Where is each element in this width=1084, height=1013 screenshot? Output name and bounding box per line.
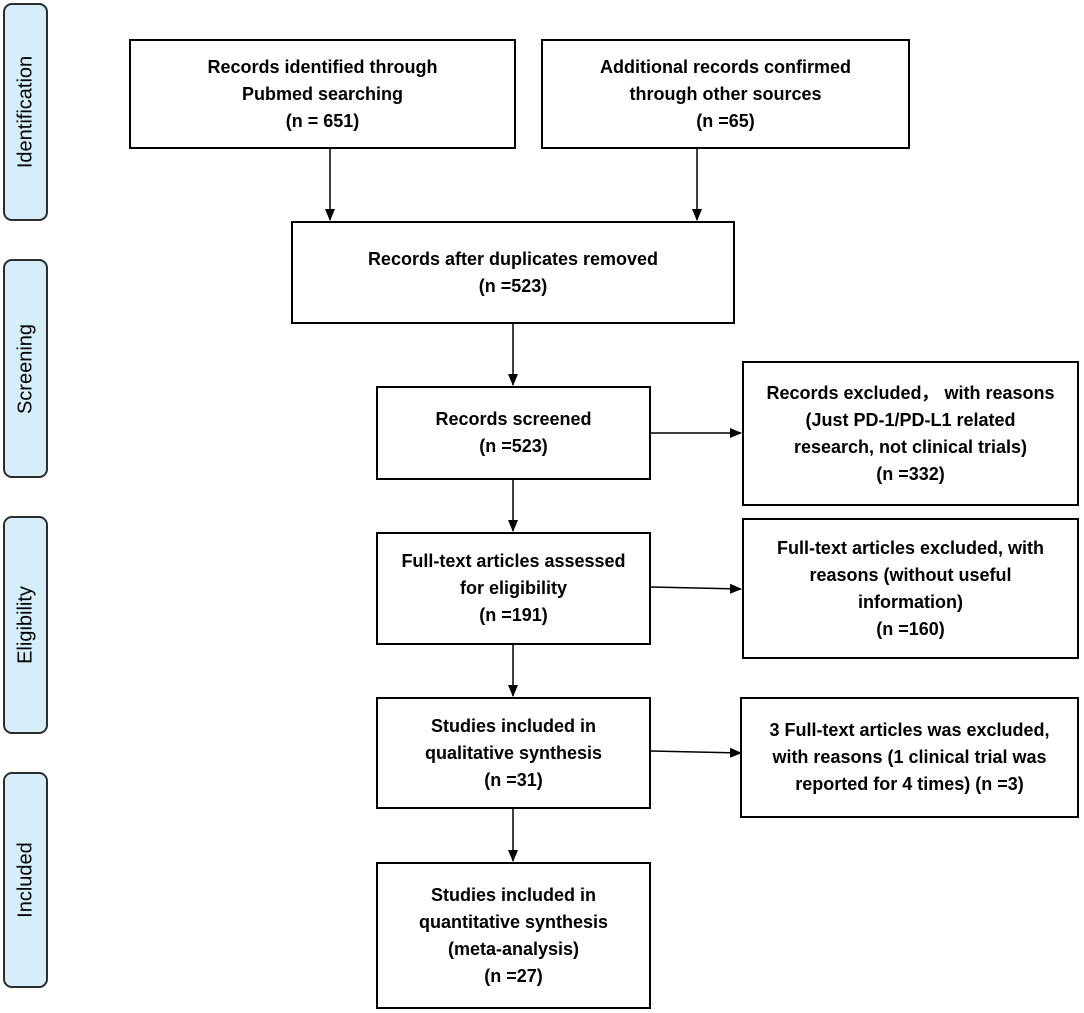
box-excluded-line-2: (Just PD-1/PD-L1 related bbox=[805, 409, 1016, 430]
phase-eligibility: Eligibility bbox=[3, 516, 48, 734]
box-fulltext-line-1: Full-text articles assessed bbox=[401, 551, 626, 571]
box-pubmed-records: Records identified through Pubmed search… bbox=[129, 39, 516, 149]
box-qualitative-line-2: qualitative synthesis bbox=[424, 742, 603, 763]
box-other-sources: Additional records confirmed through oth… bbox=[541, 39, 910, 149]
box-excluded-line-1: Records excluded， with reasons bbox=[766, 382, 1055, 403]
box-ft-excluded-count: (n =160) bbox=[876, 618, 945, 639]
box-other-count: (n =65) bbox=[696, 110, 755, 131]
box-other-line-2: through other sources bbox=[629, 83, 822, 104]
box-quantitative-line-3: (meta-analysis) bbox=[447, 938, 580, 959]
box-dup-reports-line-2: with reasons (1 clinical trial was bbox=[772, 747, 1047, 767]
phase-screening: Screening bbox=[3, 259, 48, 478]
box-quantitative-line-2: quantitative synthesis bbox=[418, 911, 609, 932]
arrow-fulltext-to-excluded bbox=[650, 583, 742, 594]
box-records-screened: Records screened (n =523) bbox=[376, 386, 651, 480]
box-duplicates-removed: Records after duplicates removed (n =523… bbox=[291, 221, 735, 324]
box-qualitative-synthesis: Studies included in qualitative synthesi… bbox=[376, 697, 651, 809]
box-quantitative-synthesis: Studies included in quantitative synthes… bbox=[376, 862, 651, 1009]
box-qualitative-line-1: Studies included in bbox=[430, 715, 596, 736]
box-duplicate-reports-excluded: 3 Full-text articles was excluded, with … bbox=[740, 697, 1079, 818]
box-excluded-line-3: research, not clinical trials) bbox=[793, 436, 1028, 457]
box-fulltext-assessed: Full-text articles assessed for eligibil… bbox=[376, 532, 651, 645]
box-other-line-1: Additional records confirmed bbox=[599, 56, 852, 77]
box-excluded-count: (n =332) bbox=[876, 463, 945, 484]
box-pubmed-line-2: Pubmed searching bbox=[241, 83, 404, 104]
box-records-excluded: Records excluded， with reasons (Just PD-… bbox=[742, 361, 1079, 506]
box-dup-reports-line-1: 3 Full-text articles was excluded, bbox=[769, 720, 1050, 740]
box-screened-line-1: Records screened bbox=[435, 409, 592, 429]
box-quantitative-line-1: Studies included in bbox=[430, 884, 596, 905]
box-quantitative-count: (n =27) bbox=[484, 965, 543, 986]
box-ft-excluded-line-3: information) bbox=[858, 591, 963, 612]
box-fulltext-excluded: Full-text articles excluded, with reason… bbox=[742, 518, 1079, 659]
box-dup-reports-line-3: reported for 4 times) (n =3) bbox=[795, 774, 1024, 794]
box-duplicates-count: (n =523) bbox=[478, 275, 548, 296]
box-ft-excluded-line-2: reasons (without useful bbox=[809, 564, 1012, 585]
box-fulltext-line-2: for eligibility bbox=[459, 578, 567, 598]
arrow-qualitative-to-excluded bbox=[650, 747, 742, 758]
box-ft-excluded-line-1: Full-text articles excluded, with bbox=[776, 537, 1045, 558]
box-screened-count: (n =523) bbox=[479, 436, 548, 456]
phase-identification: Identification bbox=[3, 3, 48, 221]
box-pubmed-line-1: Records identified through bbox=[207, 56, 438, 77]
box-qualitative-count: (n =31) bbox=[484, 769, 543, 790]
box-pubmed-count: (n = 651) bbox=[285, 110, 360, 131]
box-duplicates-line-1: Records after duplicates removed bbox=[367, 248, 659, 269]
box-fulltext-count: (n =191) bbox=[479, 605, 548, 625]
phase-included: Included bbox=[3, 772, 48, 988]
